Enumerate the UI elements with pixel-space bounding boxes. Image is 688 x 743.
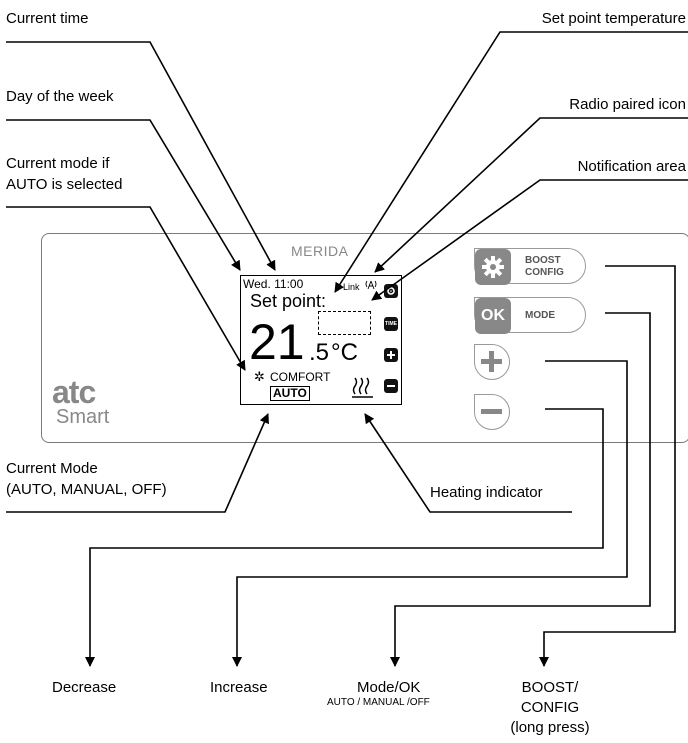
mode-label: MODE xyxy=(525,310,555,321)
leader-current-mode-auto xyxy=(6,206,246,371)
label-decrease: Decrease xyxy=(52,679,117,696)
label-boost-3: (long press) xyxy=(510,719,590,736)
label-increase: Increase xyxy=(210,679,268,696)
lcd-gear-button-icon xyxy=(384,284,398,298)
callout-day-of-week: Day of the week xyxy=(6,88,114,105)
leader-boost-config xyxy=(539,265,676,667)
plus-button[interactable] xyxy=(474,344,510,380)
logo-atc: atc xyxy=(52,374,96,410)
leader-set-point xyxy=(334,31,688,293)
radio-paired-icon xyxy=(364,276,378,295)
logo-smart: Smart xyxy=(56,406,110,428)
lcd-minus-button-icon xyxy=(384,379,398,393)
lcd-temp-decimal: .5 xyxy=(309,339,330,366)
config-label: CONFIG xyxy=(525,267,564,278)
leader-day-of-week xyxy=(6,119,241,271)
mode-ok-button[interactable]: OK MODE xyxy=(474,297,586,334)
lcd-day-time: Wed. 11:00 xyxy=(243,277,304,291)
lcd-plus-button-icon xyxy=(384,348,398,362)
lcd-temp-integer: 21 xyxy=(249,314,305,370)
lcd-set-point-label: Set point: xyxy=(250,291,327,311)
callout-set-point-temperature: Set point temperature xyxy=(541,10,686,27)
leader-heating-indicator xyxy=(364,413,572,513)
lcd-temp-unit: °C xyxy=(331,339,358,366)
leader-current-mode xyxy=(6,413,269,513)
leader-decrease xyxy=(85,408,604,667)
callout-radio-paired-icon: Radio paired icon xyxy=(569,96,686,113)
ok-icon: OK xyxy=(475,298,511,334)
callout-current-mode-2: (AUTO, MANUAL, OFF) xyxy=(6,481,167,498)
lcd-mode-auto: AUTO xyxy=(270,386,310,401)
leader-current-time xyxy=(6,41,276,271)
callout-heating-indicator: Heating indicator xyxy=(430,484,543,501)
plus-icon xyxy=(481,351,502,372)
callout-current-mode-1: Current Mode xyxy=(6,460,98,477)
boost-label: BOOST xyxy=(525,255,561,266)
leader-radio-paired xyxy=(374,117,688,273)
sun-icon: ✲ xyxy=(254,369,265,384)
leader-mode-ok xyxy=(390,312,651,667)
boost-config-button[interactable]: BOOST CONFIG xyxy=(474,248,586,285)
label-mode-ok-sub: AUTO / MANUAL /OFF xyxy=(327,697,430,708)
lcd-mode-comfort: COMFORT xyxy=(270,370,331,384)
label-boost-1: BOOST/ xyxy=(521,679,579,696)
label-boost-2: CONFIG xyxy=(520,699,580,716)
callout-current-mode-auto-2: AUTO is selected xyxy=(6,176,123,193)
brand-label: MERIDA xyxy=(291,243,349,259)
lcd-link-label: Link xyxy=(343,282,360,292)
callout-notification-area: Notification area xyxy=(577,158,686,175)
callout-current-mode-auto-1: Current mode if xyxy=(6,155,110,172)
heating-indicator-icon xyxy=(351,376,375,403)
gear-icon xyxy=(475,249,511,285)
minus-button[interactable] xyxy=(474,394,510,430)
leader-notification-area xyxy=(371,179,688,301)
lcd-time-button: TIME xyxy=(384,317,398,331)
leader-increase xyxy=(232,360,628,667)
label-mode-ok: Mode/OK xyxy=(357,679,421,696)
notification-area xyxy=(318,311,371,335)
minus-icon xyxy=(481,409,502,414)
callout-current-time: Current time xyxy=(6,10,89,27)
